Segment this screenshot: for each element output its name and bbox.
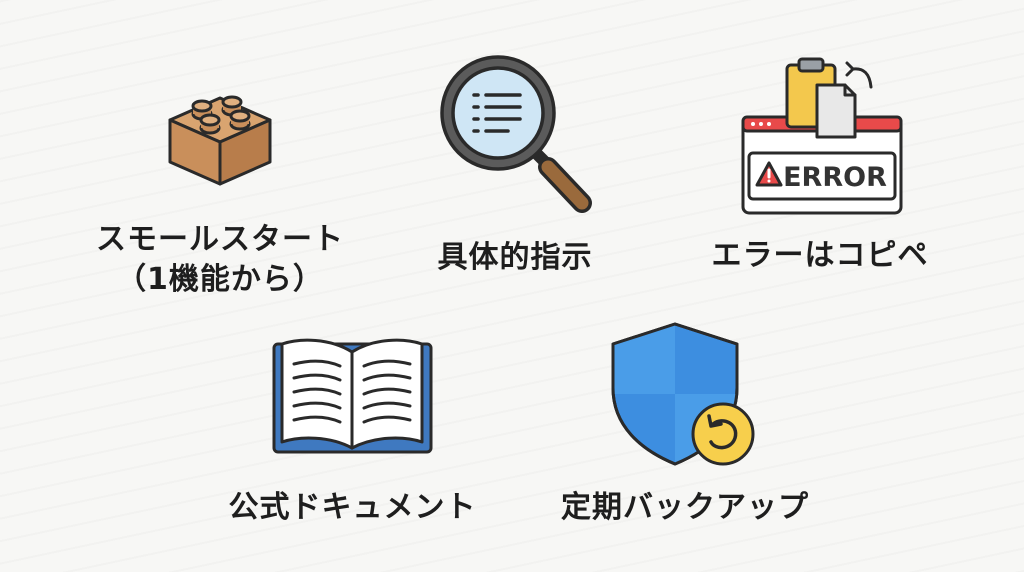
shield-restore-icon [611, 322, 755, 466]
error-text: ERROR [783, 162, 887, 193]
tip-specific-instructions: 具体的指示 [380, 55, 650, 278]
tip-label: 具体的指示 [437, 240, 593, 275]
tip-label-line2: （1機能から） [116, 262, 324, 297]
tip-label: スモールスタート （1機能から） [70, 220, 370, 300]
tip-label: 定期バックアップ [561, 490, 809, 525]
tip-label: エラーはコピペ [711, 238, 929, 273]
tip-label: 公式ドキュメント [228, 490, 477, 525]
lego-brick-icon [168, 95, 272, 186]
tip-regular-backup: 定期バックアップ [545, 318, 825, 528]
open-book-icon [272, 338, 433, 454]
magnifier-icon [440, 55, 592, 213]
tip-official-docs: 公式ドキュメント [210, 330, 495, 528]
tip-small-start: スモールスタート （1機能から） [70, 80, 370, 300]
tip-copy-error: ERROR エラーはコピペ [700, 55, 940, 276]
error-clipboard-icon: ERROR [741, 57, 903, 215]
tip-label-line1: スモールスタート [96, 222, 344, 257]
